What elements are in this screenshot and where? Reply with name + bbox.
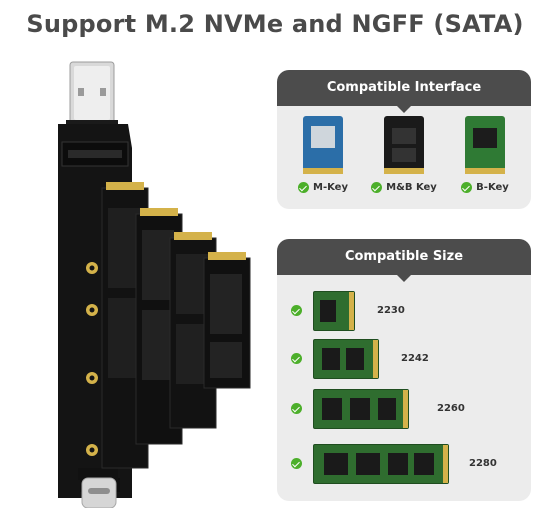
size-label: 2260 — [437, 403, 465, 414]
ssd-2230-image — [313, 291, 355, 331]
compatible-size-panel: Compatible Size 2230 2242 2260 — [277, 239, 531, 501]
ssd-2260-image — [313, 389, 409, 429]
check-icon — [371, 182, 383, 193]
interface-label: M-Key — [313, 182, 348, 193]
check-icon — [291, 305, 302, 316]
interface-item-b-key: B-Key — [445, 116, 525, 193]
size-row-2242: 2242 — [291, 339, 521, 379]
compatible-interface-title: Compatible Interface — [277, 70, 531, 113]
ssd-2242-image — [313, 339, 379, 379]
interface-item-m-key: M-Key — [283, 116, 363, 193]
mb-key-module-image — [384, 116, 424, 174]
interface-label: M&B Key — [386, 182, 437, 193]
check-icon — [291, 458, 302, 469]
check-icon — [291, 353, 302, 364]
size-label: 2242 — [401, 353, 429, 364]
size-label: 2230 — [377, 305, 405, 316]
compatible-interface-panel: Compatible Interface M-Key M&B Key B-Ke — [277, 70, 531, 209]
usb-a-plug — [66, 61, 118, 128]
check-icon — [291, 403, 302, 414]
usb-c-plug — [78, 468, 118, 508]
ssd-2280-image — [313, 444, 449, 484]
check-icon — [461, 182, 473, 193]
interface-label: B-Key — [476, 182, 509, 193]
m-key-module-image — [303, 116, 343, 174]
b-key-module-image — [465, 116, 505, 174]
page-headline: Support M.2 NVMe and NGFF (SATA) — [26, 10, 524, 38]
size-label: 2280 — [469, 458, 497, 469]
product-illustration — [40, 58, 270, 508]
size-row-2260: 2260 — [291, 389, 521, 429]
compatible-size-title: Compatible Size — [277, 239, 531, 282]
ssd-stack — [101, 182, 251, 469]
size-row-2230: 2230 — [291, 291, 521, 331]
size-row-2280: 2280 — [291, 444, 521, 484]
check-icon — [298, 182, 309, 193]
interface-item-mb-key: M&B Key — [364, 116, 444, 193]
